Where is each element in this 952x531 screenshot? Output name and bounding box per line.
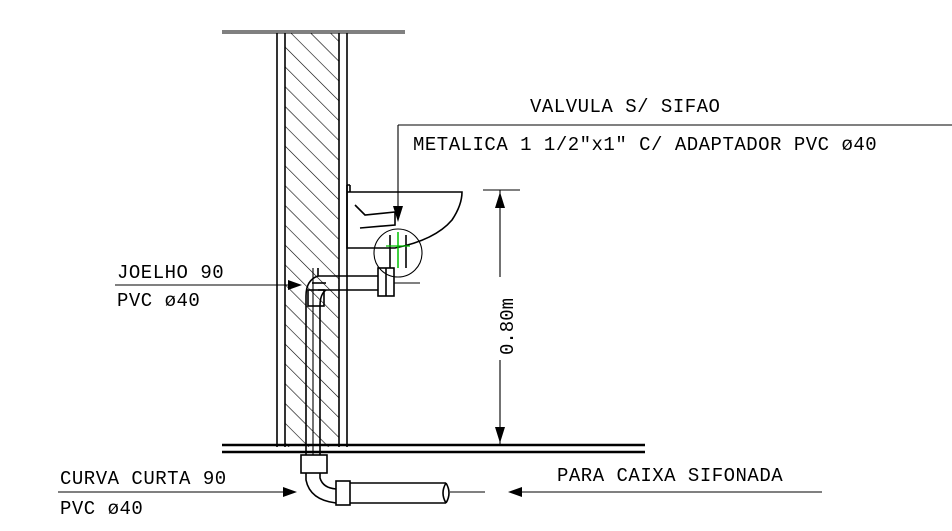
valve-label-line1: VALVULA S/ SIFAO [530, 96, 720, 118]
washbasin [346, 184, 463, 249]
vertical-drain-pipe [305, 268, 327, 455]
wall [276, 33, 348, 447]
valve-label-line2: METALICA 1 1/2"x1" C/ ADAPTADOR PVC ø40 [413, 134, 877, 156]
outlet-pipe [350, 482, 485, 504]
valve-detail-circle [373, 228, 423, 278]
height-dimension [483, 189, 520, 445]
elbow-label-line2: PVC ø40 [117, 290, 200, 312]
outlet-label: PARA CAIXA SIFONADA [557, 465, 783, 487]
curve-leader [58, 487, 297, 497]
curve-label-line2: PVC ø40 [60, 498, 143, 520]
valve-leader [393, 124, 952, 222]
outlet-leader [508, 487, 822, 497]
floor-slab [222, 443, 645, 454]
elbow-label-line1: JOELHO 90 [117, 262, 224, 284]
height-dimension-text: 0.80m [497, 298, 519, 355]
short-curve-fitting [300, 454, 351, 506]
horizontal-drain-pipe [318, 275, 420, 291]
curve-label-line1: CURVA CURTA 90 [60, 468, 227, 490]
siphonless-valve [377, 232, 410, 297]
elbow-leader [115, 280, 302, 290]
